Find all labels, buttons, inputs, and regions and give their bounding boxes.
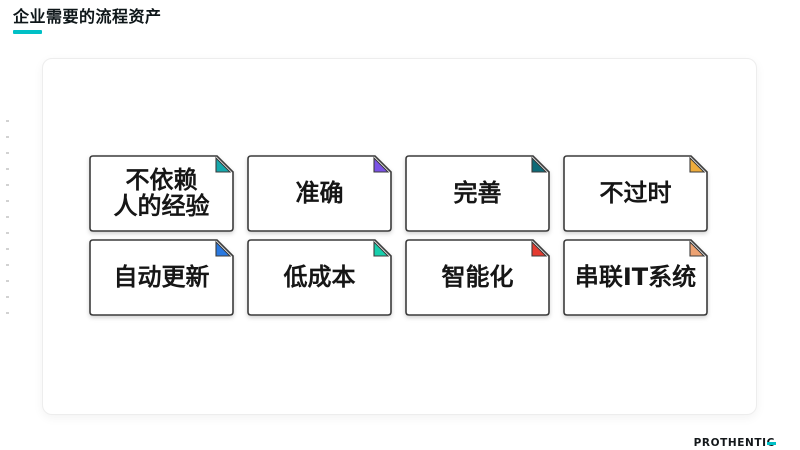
concept-card-connect-it-systems: 串联IT系统 [563, 239, 708, 316]
card-label: 完善 [453, 178, 502, 207]
concept-card-never-outdated: 不过时 [563, 155, 708, 232]
paper-note-shape [405, 155, 550, 232]
brand-logo-text: PROTHENTIC [693, 437, 775, 449]
page-title: 企业需要的流程资产 [13, 7, 162, 26]
card-label: 准确 [295, 178, 344, 207]
slide-header: 企业需要的流程资产 [13, 6, 162, 35]
corner-fold-icon [531, 156, 548, 173]
concept-card-auto-update: 自动更新 [89, 239, 234, 316]
paper-note-shape [89, 155, 234, 232]
concept-card-no-human-experience: 不依赖 人的经验 [89, 155, 234, 232]
concept-card-complete: 完善 [405, 155, 550, 232]
corner-fold-icon [689, 240, 706, 257]
card-label: 不过时 [599, 178, 672, 207]
card-label: 智能化 [441, 262, 514, 291]
paper-note-shape [89, 239, 234, 316]
concept-card-grid: 不依赖 人的经验 准确 完善 不过时 [89, 155, 708, 316]
card-label: 串联IT系统 [574, 262, 697, 291]
brand-logo: PROTHENTIC [694, 431, 776, 449]
card-label: 不依赖 人的经验 [113, 166, 210, 220]
concept-card-accurate: 准确 [247, 155, 392, 232]
corner-fold-icon [689, 156, 706, 173]
corner-fold-icon [215, 240, 232, 257]
card-label: 低成本 [283, 262, 356, 291]
content-panel: 不依赖 人的经验 准确 完善 不过时 [42, 58, 757, 415]
paper-note-shape [247, 155, 392, 232]
card-label: 自动更新 [113, 262, 210, 291]
corner-fold-icon [373, 240, 390, 257]
paper-note-shape [563, 155, 708, 232]
corner-fold-icon [373, 156, 390, 173]
paper-note-shape [563, 239, 708, 316]
paper-note-shape [247, 239, 392, 316]
paper-note-shape [405, 239, 550, 316]
corner-fold-icon [215, 156, 232, 173]
corner-fold-icon [531, 240, 548, 257]
brand-logo-accent [767, 442, 776, 445]
concept-card-intelligent: 智能化 [405, 239, 550, 316]
dotted-rail-decoration [6, 120, 9, 320]
concept-card-low-cost: 低成本 [247, 239, 392, 316]
title-underline-accent [13, 30, 42, 35]
